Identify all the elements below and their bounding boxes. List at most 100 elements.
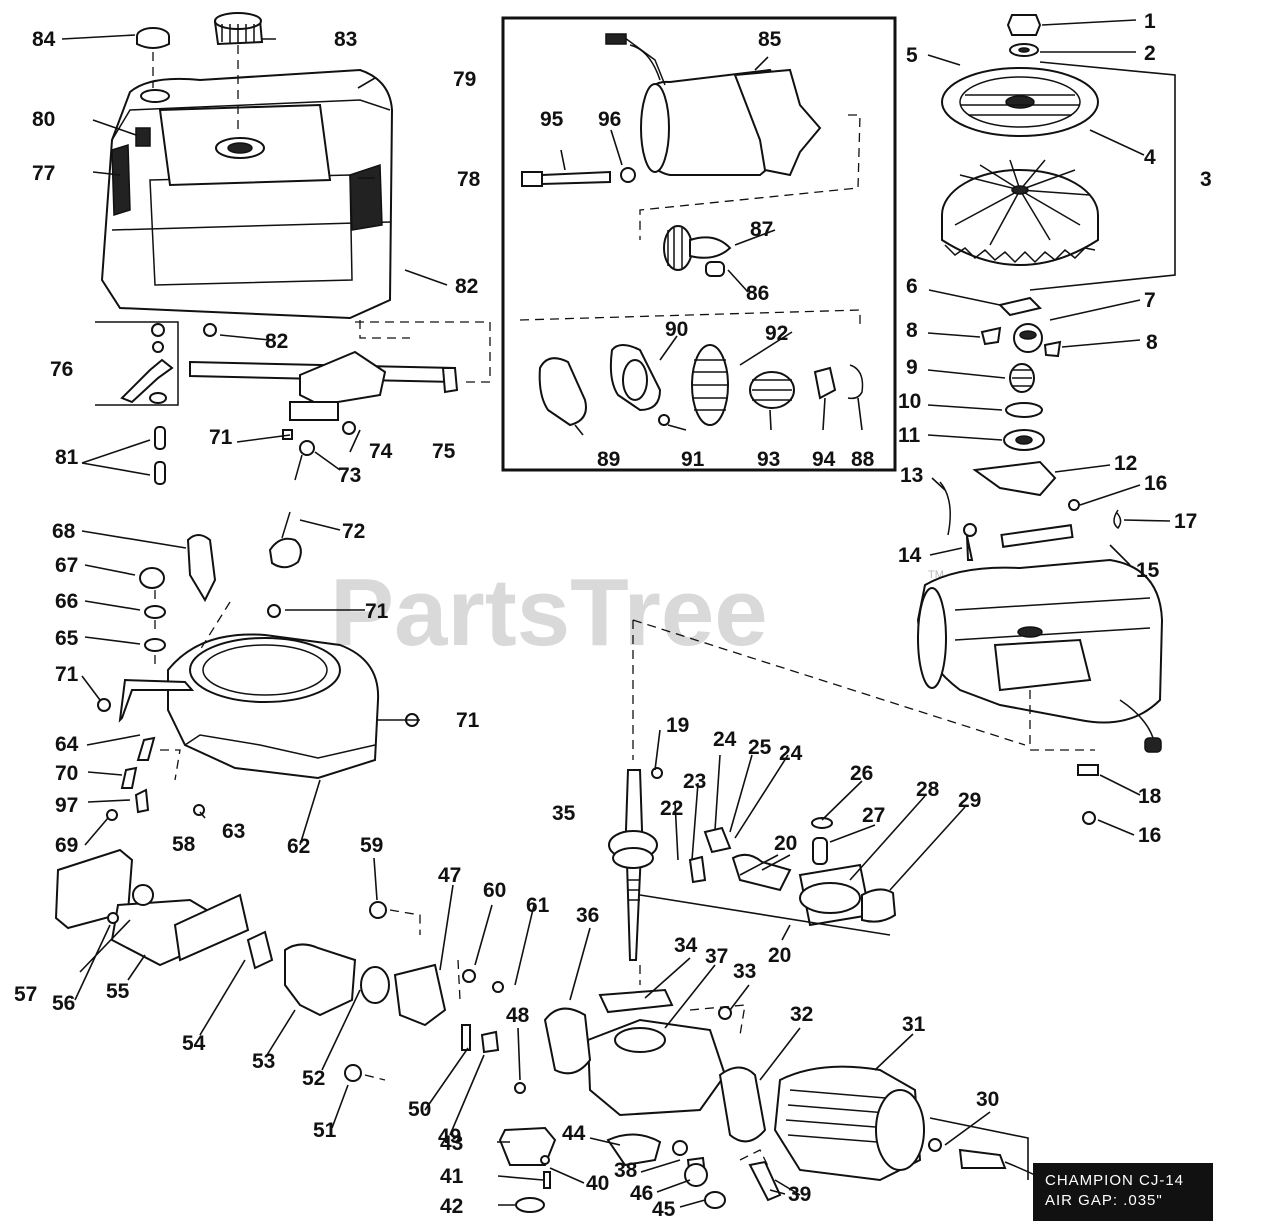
- callout-88: 88: [851, 448, 875, 471]
- callout-40: 40: [586, 1172, 609, 1195]
- callout-6: 6: [906, 275, 918, 298]
- callout-61: 61: [526, 894, 550, 917]
- callout-16b: 16: [1138, 824, 1161, 847]
- assembly-lines-cover: [152, 45, 239, 132]
- callout-35: 35: [552, 802, 576, 825]
- motor-cover: [100, 68, 394, 320]
- callout-34: 34: [674, 934, 698, 957]
- callout-86: 86: [746, 282, 769, 305]
- callout-37: 37: [705, 945, 728, 968]
- callout-82b: 82: [265, 330, 288, 353]
- crankcase-block: [543, 965, 746, 1117]
- starter-bolt: [521, 170, 611, 187]
- callout-66: 66: [55, 590, 78, 613]
- throttle-rod-knob: [268, 421, 356, 569]
- callout-82a: 82: [455, 275, 478, 298]
- callout-41: 41: [440, 1165, 464, 1188]
- callout-76: 76: [50, 358, 73, 381]
- callout-20b: 20: [768, 944, 791, 967]
- callout-58: 58: [172, 833, 196, 856]
- callout-94: 94: [812, 448, 836, 471]
- callout-42: 42: [440, 1195, 463, 1218]
- spec-line-1: CHAMPION CJ-14: [1045, 1172, 1185, 1189]
- callout-17: 17: [1174, 510, 1197, 533]
- callout-79: 79: [453, 68, 476, 91]
- callout-27: 27: [862, 804, 885, 827]
- callout-11: 11: [898, 424, 921, 447]
- latch-pins: [154, 426, 166, 485]
- callout-7: 7: [1144, 289, 1156, 312]
- spark-plug: [928, 1117, 1036, 1180]
- callout-9: 9: [906, 356, 918, 379]
- callout-62: 62: [287, 835, 310, 858]
- callout-71d: 71: [456, 709, 480, 732]
- callout-93: 93: [757, 448, 780, 471]
- callout-10: 10: [898, 390, 921, 413]
- flywheel: [941, 159, 1099, 266]
- starter-spring-gear: [658, 344, 864, 426]
- callout-77: 77: [32, 162, 55, 185]
- callout-30: 30: [976, 1088, 999, 1111]
- callout-69: 69: [55, 834, 78, 857]
- callout-45: 45: [652, 1198, 676, 1221]
- callout-56: 56: [52, 992, 75, 1015]
- flywheel-key-parts: [980, 296, 1062, 451]
- callout-96: 96: [598, 108, 621, 131]
- callout-65: 65: [55, 627, 79, 650]
- callout-22: 22: [660, 797, 683, 820]
- callout-numbers: 1 2 3 4 5 6 7 8 8 9 10 11 12 13 14 15 16…: [14, 10, 1212, 1221]
- flywheel-nut-washer: [1006, 14, 1042, 57]
- cover-latch-assembly: [95, 320, 491, 421]
- assembly-lines-starter: [519, 114, 861, 325]
- callout-90: 90: [665, 318, 688, 341]
- callout-13: 13: [900, 464, 923, 487]
- spark-plug-spec-label: CHAMPION CJ-14 AIR GAP: .035": [1033, 1163, 1213, 1221]
- callout-1: 1: [1144, 10, 1156, 33]
- callout-36: 36: [576, 904, 599, 927]
- callout-32: 32: [790, 1003, 813, 1026]
- fuel-cap: [213, 12, 264, 46]
- callout-15: 15: [1136, 559, 1160, 582]
- callout-44: 44: [562, 1122, 586, 1145]
- starter-drive-gear: [663, 225, 732, 277]
- callout-14: 14: [898, 544, 922, 567]
- callout-87: 87: [750, 218, 773, 241]
- callout-4: 4: [1144, 146, 1156, 169]
- callout-46: 46: [630, 1182, 653, 1205]
- callout-72: 72: [342, 520, 365, 543]
- callout-55: 55: [106, 980, 130, 1003]
- callout-73: 73: [338, 464, 361, 487]
- bearing-seal-parts: [498, 1126, 782, 1213]
- callout-80: 80: [32, 108, 55, 131]
- callout-97: 97: [55, 794, 78, 817]
- callout-43: 43: [440, 1132, 463, 1155]
- callout-25: 25: [748, 736, 772, 759]
- callout-81: 81: [55, 446, 79, 469]
- callout-59: 59: [360, 834, 383, 857]
- starter-housing: [916, 558, 1164, 825]
- callout-5: 5: [906, 44, 918, 67]
- callout-95: 95: [540, 108, 564, 131]
- callout-64: 64: [55, 733, 79, 756]
- callout-53: 53: [252, 1050, 275, 1073]
- starter-cup: [941, 67, 1099, 137]
- carburetor-group: [246, 901, 526, 1094]
- callout-51: 51: [313, 1119, 337, 1142]
- callout-57: 57: [14, 983, 37, 1006]
- callout-16a: 16: [1144, 472, 1167, 495]
- callout-28: 28: [916, 778, 940, 801]
- cylinder-head: [718, 1065, 925, 1182]
- starter-kit-inset-box: [501, 16, 897, 472]
- callout-92: 92: [765, 322, 788, 345]
- fuel-hoses: [106, 736, 205, 821]
- callout-54: 54: [182, 1032, 206, 1055]
- starter-washer: [620, 167, 636, 183]
- callout-74: 74: [369, 440, 393, 463]
- callout-85: 85: [758, 28, 782, 51]
- callout-31: 31: [902, 1013, 926, 1036]
- flywheel-shroud: [167, 604, 419, 780]
- piston-rod-assembly: [639, 767, 897, 936]
- callout-67: 67: [55, 554, 78, 577]
